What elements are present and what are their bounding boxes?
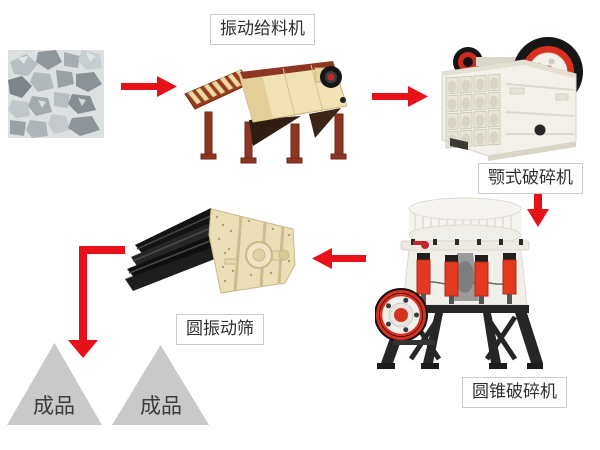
finished-product-triangle-left: 成品 (7, 343, 102, 430)
arrow-down-icon (523, 191, 553, 229)
cone-crusher-label: 圆锥破碎机 (462, 377, 567, 408)
vibrating-feeder-illustration (183, 50, 363, 165)
arrow-right-1-icon (119, 73, 179, 100)
vibrating-screen-illustration (125, 205, 300, 305)
finished-product-label-right: 成品 (140, 395, 182, 418)
cone-crusher-illustration (375, 193, 545, 373)
finished-product-label-left: 成品 (33, 395, 75, 418)
jaw-crusher-label: 颚式破碎机 (478, 163, 583, 194)
vibrating-screen-label: 圆振动筛 (176, 314, 264, 345)
raw-material-image (8, 50, 104, 138)
jaw-crusher-illustration (428, 30, 593, 165)
arrow-elbow-down-icon (64, 242, 130, 362)
finished-product-triangle-right: 成品 (112, 345, 209, 430)
arrow-left-icon (310, 245, 368, 272)
arrow-right-2-icon (370, 83, 430, 110)
rock-pile-icon (8, 50, 104, 138)
vibrating-feeder-label: 振动给料机 (210, 14, 315, 45)
